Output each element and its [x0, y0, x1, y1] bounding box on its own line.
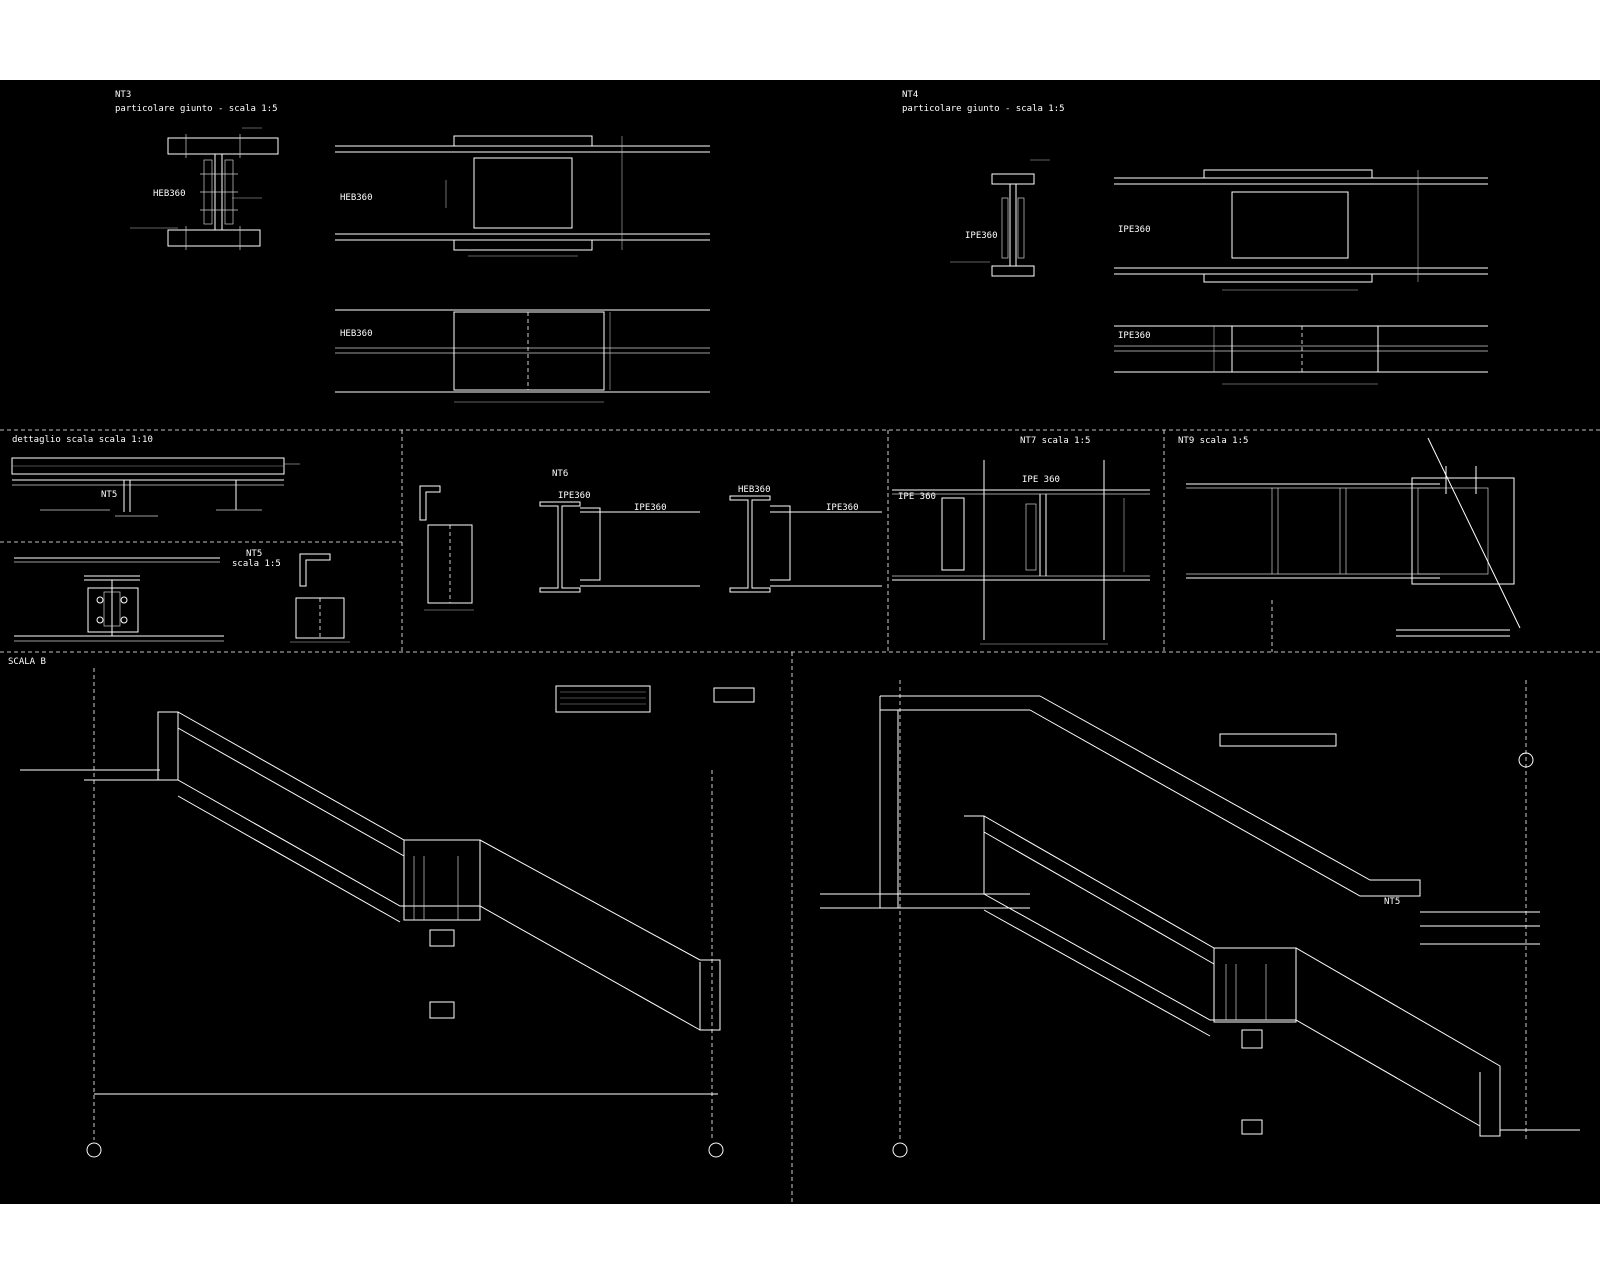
- nt6-ipe-a-label: IPE360: [634, 503, 667, 513]
- cad-drawing-sheet: NT3 particolare giunto - scala 1:5 HEB36…: [0, 80, 1600, 1204]
- nt5-panel: NT5 scala 1:5: [14, 549, 350, 643]
- scala-b-right: NT5: [820, 680, 1580, 1158]
- nt3-plan-label: HEB360: [340, 329, 373, 339]
- nt4-panel: NT4 particolare giunto - scala 1:5 IPE36…: [902, 90, 1488, 385]
- nt6-ipe-b-label: IPE360: [826, 503, 859, 513]
- nt5-code: NT5: [246, 549, 262, 559]
- nt4-code: NT4: [902, 90, 918, 100]
- scala-b-title: SCALA B: [8, 657, 46, 667]
- nt6-hea-a-label: IPE360: [558, 491, 591, 501]
- nt9-panel: NT9 scala 1:5: [1178, 436, 1521, 652]
- nt6-code: NT6: [552, 469, 568, 479]
- nt3-section-label: HEB360: [153, 189, 186, 199]
- nt3-code: NT3: [115, 90, 131, 100]
- nt6-hea-b-label: HEB360: [738, 485, 771, 495]
- nt7-ipe-a-label: IPE 360: [898, 492, 936, 502]
- nt4-elevation: IPE360: [1114, 169, 1488, 291]
- nt4-elev-label: IPE360: [1118, 225, 1151, 235]
- dettaglio-nt5-ref: NT5: [101, 490, 117, 500]
- nt3-section: HEB360: [130, 127, 279, 250]
- nt7-ipe-b-label: IPE 360: [1022, 475, 1060, 485]
- dettaglio-scala-panel: dettaglio scala scala 1:10 NT5: [11, 435, 300, 517]
- scala-b-nt5-ref: NT5: [1384, 897, 1400, 907]
- nt4-title: particolare giunto - scala 1:5: [902, 104, 1065, 114]
- nt6-panel: NT6 IPE360 IPE360 HEB360 IPE360: [419, 469, 882, 611]
- nt4-plan-label: IPE360: [1118, 331, 1151, 341]
- nt4-section: IPE360: [950, 159, 1050, 277]
- nt4-section-label: IPE360: [965, 231, 998, 241]
- cad-drawing: NT3 particolare giunto - scala 1:5 HEB36…: [0, 90, 1600, 1204]
- nt3-title: particolare giunto - scala 1:5: [115, 104, 278, 114]
- nt3-plan: HEB360: [335, 309, 710, 403]
- scala-b-left: SCALA B: [8, 657, 755, 1158]
- nt7-title: NT7 scala 1:5: [1020, 436, 1090, 446]
- nt3-panel: NT3 particolare giunto - scala 1:5 HEB36…: [115, 90, 710, 403]
- nt5-scale: scala 1:5: [232, 559, 281, 569]
- nt3-elev-label: HEB360: [340, 193, 373, 203]
- nt4-plan: IPE360: [1114, 325, 1488, 385]
- dettaglio-title: dettaglio scala scala 1:10: [12, 435, 153, 445]
- nt7-panel: NT7 scala 1:5 IPE 360 IPE 360: [892, 436, 1150, 645]
- nt3-elevation: HEB360: [335, 135, 710, 257]
- nt9-title: NT9 scala 1:5: [1178, 436, 1248, 446]
- panel-separators: [0, 429, 1600, 1204]
